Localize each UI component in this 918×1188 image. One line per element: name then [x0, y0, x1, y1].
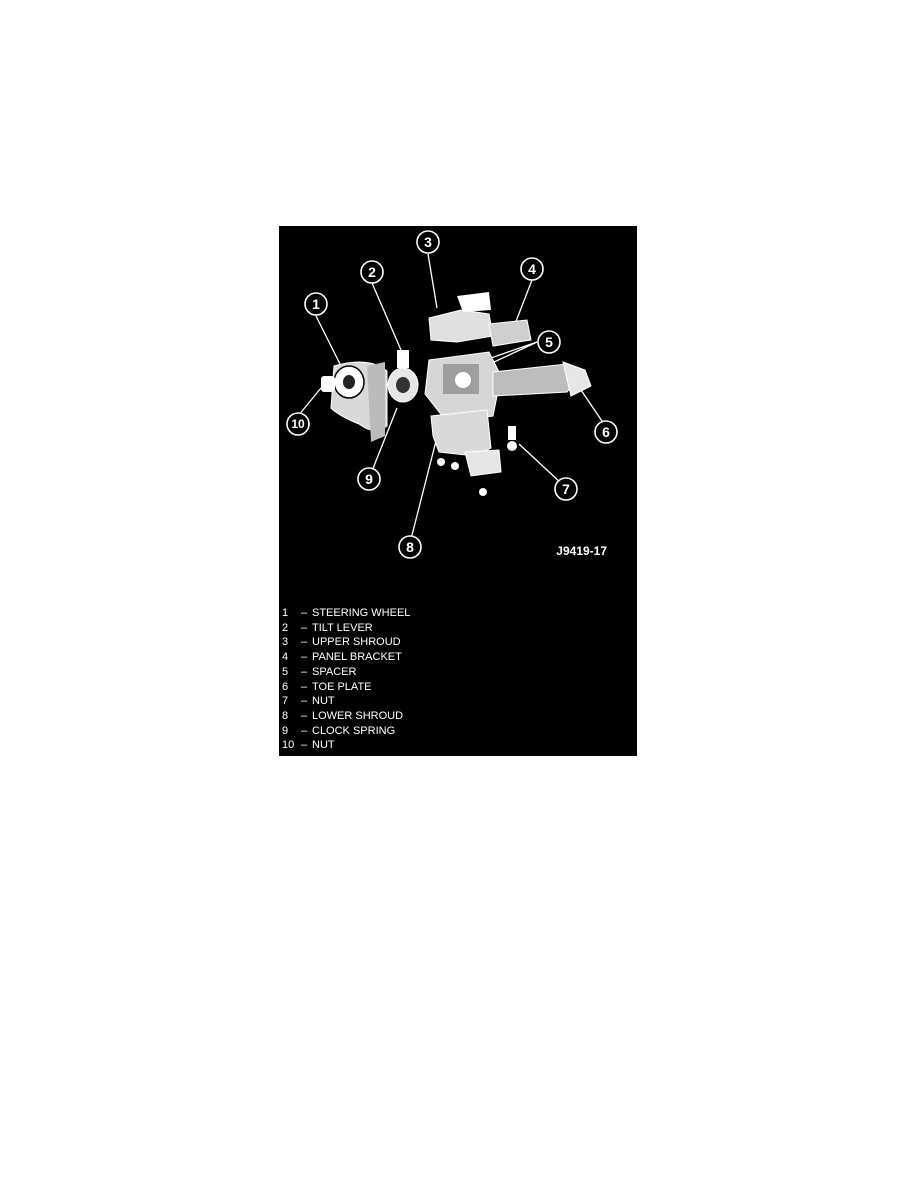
legend-item: 4–PANEL BRACKET	[282, 651, 402, 664]
svg-text:5: 5	[545, 334, 553, 350]
legend-item: 1–STEERING WHEEL	[282, 607, 411, 619]
svg-text:9: 9	[365, 471, 373, 487]
svg-text:2: 2	[368, 264, 376, 280]
panel-bracket-part	[488, 319, 532, 347]
leader-lines	[297, 253, 607, 544]
legend-item: 2–TILT LEVER	[282, 621, 373, 634]
exploded-view-diagram: 1 2 3 4 5 6 7 8 9 10	[286, 230, 618, 559]
callout-1: 1	[304, 292, 328, 316]
nut-part-10	[321, 376, 335, 392]
legend-item: 8–LOWER SHROUD	[282, 709, 404, 722]
nut-part-7	[507, 426, 517, 451]
svg-text:4: 4	[528, 261, 536, 277]
svg-text:10: 10	[291, 417, 305, 431]
legend-item: 3–UPPER SHROUD	[282, 636, 401, 649]
column-shaft-part	[492, 361, 592, 397]
svg-text:7: 7	[562, 481, 570, 497]
callout-6: 6	[594, 420, 618, 444]
callout-2: 2	[360, 260, 384, 284]
parts-legend: 1–STEERING WHEEL 2–TILT LEVER 3–UPPER SH…	[282, 606, 410, 753]
legend-item: 9–CLOCK SPRING	[282, 724, 396, 737]
callout-8: 8	[398, 535, 422, 559]
callout-5: 5	[537, 330, 561, 354]
callout-3: 3	[416, 230, 440, 254]
legend-item: 5–SPACER	[282, 665, 357, 678]
clock-spring-part	[387, 350, 419, 403]
callout-4: 4	[520, 257, 544, 281]
steering-wheel-part	[330, 361, 388, 442]
svg-text:1: 1	[312, 296, 320, 312]
callout-9: 9	[357, 467, 381, 491]
lower-shroud-part	[430, 409, 502, 496]
legend-item: 7–NUT	[282, 695, 335, 708]
callout-7: 7	[554, 477, 578, 501]
figure-id-label: J9419-17	[556, 544, 607, 558]
figure-panel: 1 2 3 4 5 6 7 8 9 10 J9419-17 1–STEERING…	[279, 226, 637, 756]
svg-text:3: 3	[424, 234, 432, 250]
callout-10: 10	[286, 412, 310, 436]
svg-text:6: 6	[602, 424, 610, 440]
upper-shroud-part	[428, 292, 494, 343]
legend-item: 10–NUT	[282, 739, 335, 752]
legend-item: 6–TOE PLATE	[282, 680, 372, 693]
svg-text:8: 8	[406, 539, 414, 555]
column-body-part	[424, 351, 502, 423]
